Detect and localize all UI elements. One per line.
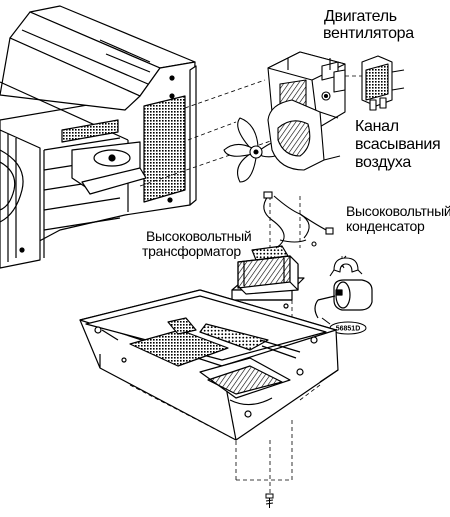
oven-cavity-frame — [0, 5, 197, 269]
part-code-text: 56851D — [336, 326, 361, 333]
base-plate — [79, 289, 339, 441]
label-fan-motor-line2: вентилятора — [323, 25, 414, 42]
label-air-intake-line3: воздуха — [355, 154, 411, 171]
hv-transformer — [231, 245, 305, 301]
label-hv-capacitor-line1: Высоковольтный — [346, 203, 450, 219]
mounting-screw — [265, 493, 274, 508]
label-hv-capacitor-line2: конденсатор — [346, 218, 425, 234]
label-hv-transformer-line1: Высоковольтный — [146, 228, 252, 244]
air-intake-duct — [267, 99, 341, 171]
fan-motor — [361, 55, 405, 111]
capacitor-bracket — [329, 257, 363, 277]
label-hv-transformer-line2: трансформатор — [142, 243, 241, 259]
wiring-harness — [263, 191, 347, 269]
label-air-intake-line1: Канал — [355, 118, 399, 135]
fan-blade — [223, 117, 291, 183]
label-fan-motor-line1: Двигатель — [324, 8, 397, 25]
label-air-intake-line2: всасывания — [355, 136, 441, 153]
hv-capacitor — [314, 279, 373, 319]
